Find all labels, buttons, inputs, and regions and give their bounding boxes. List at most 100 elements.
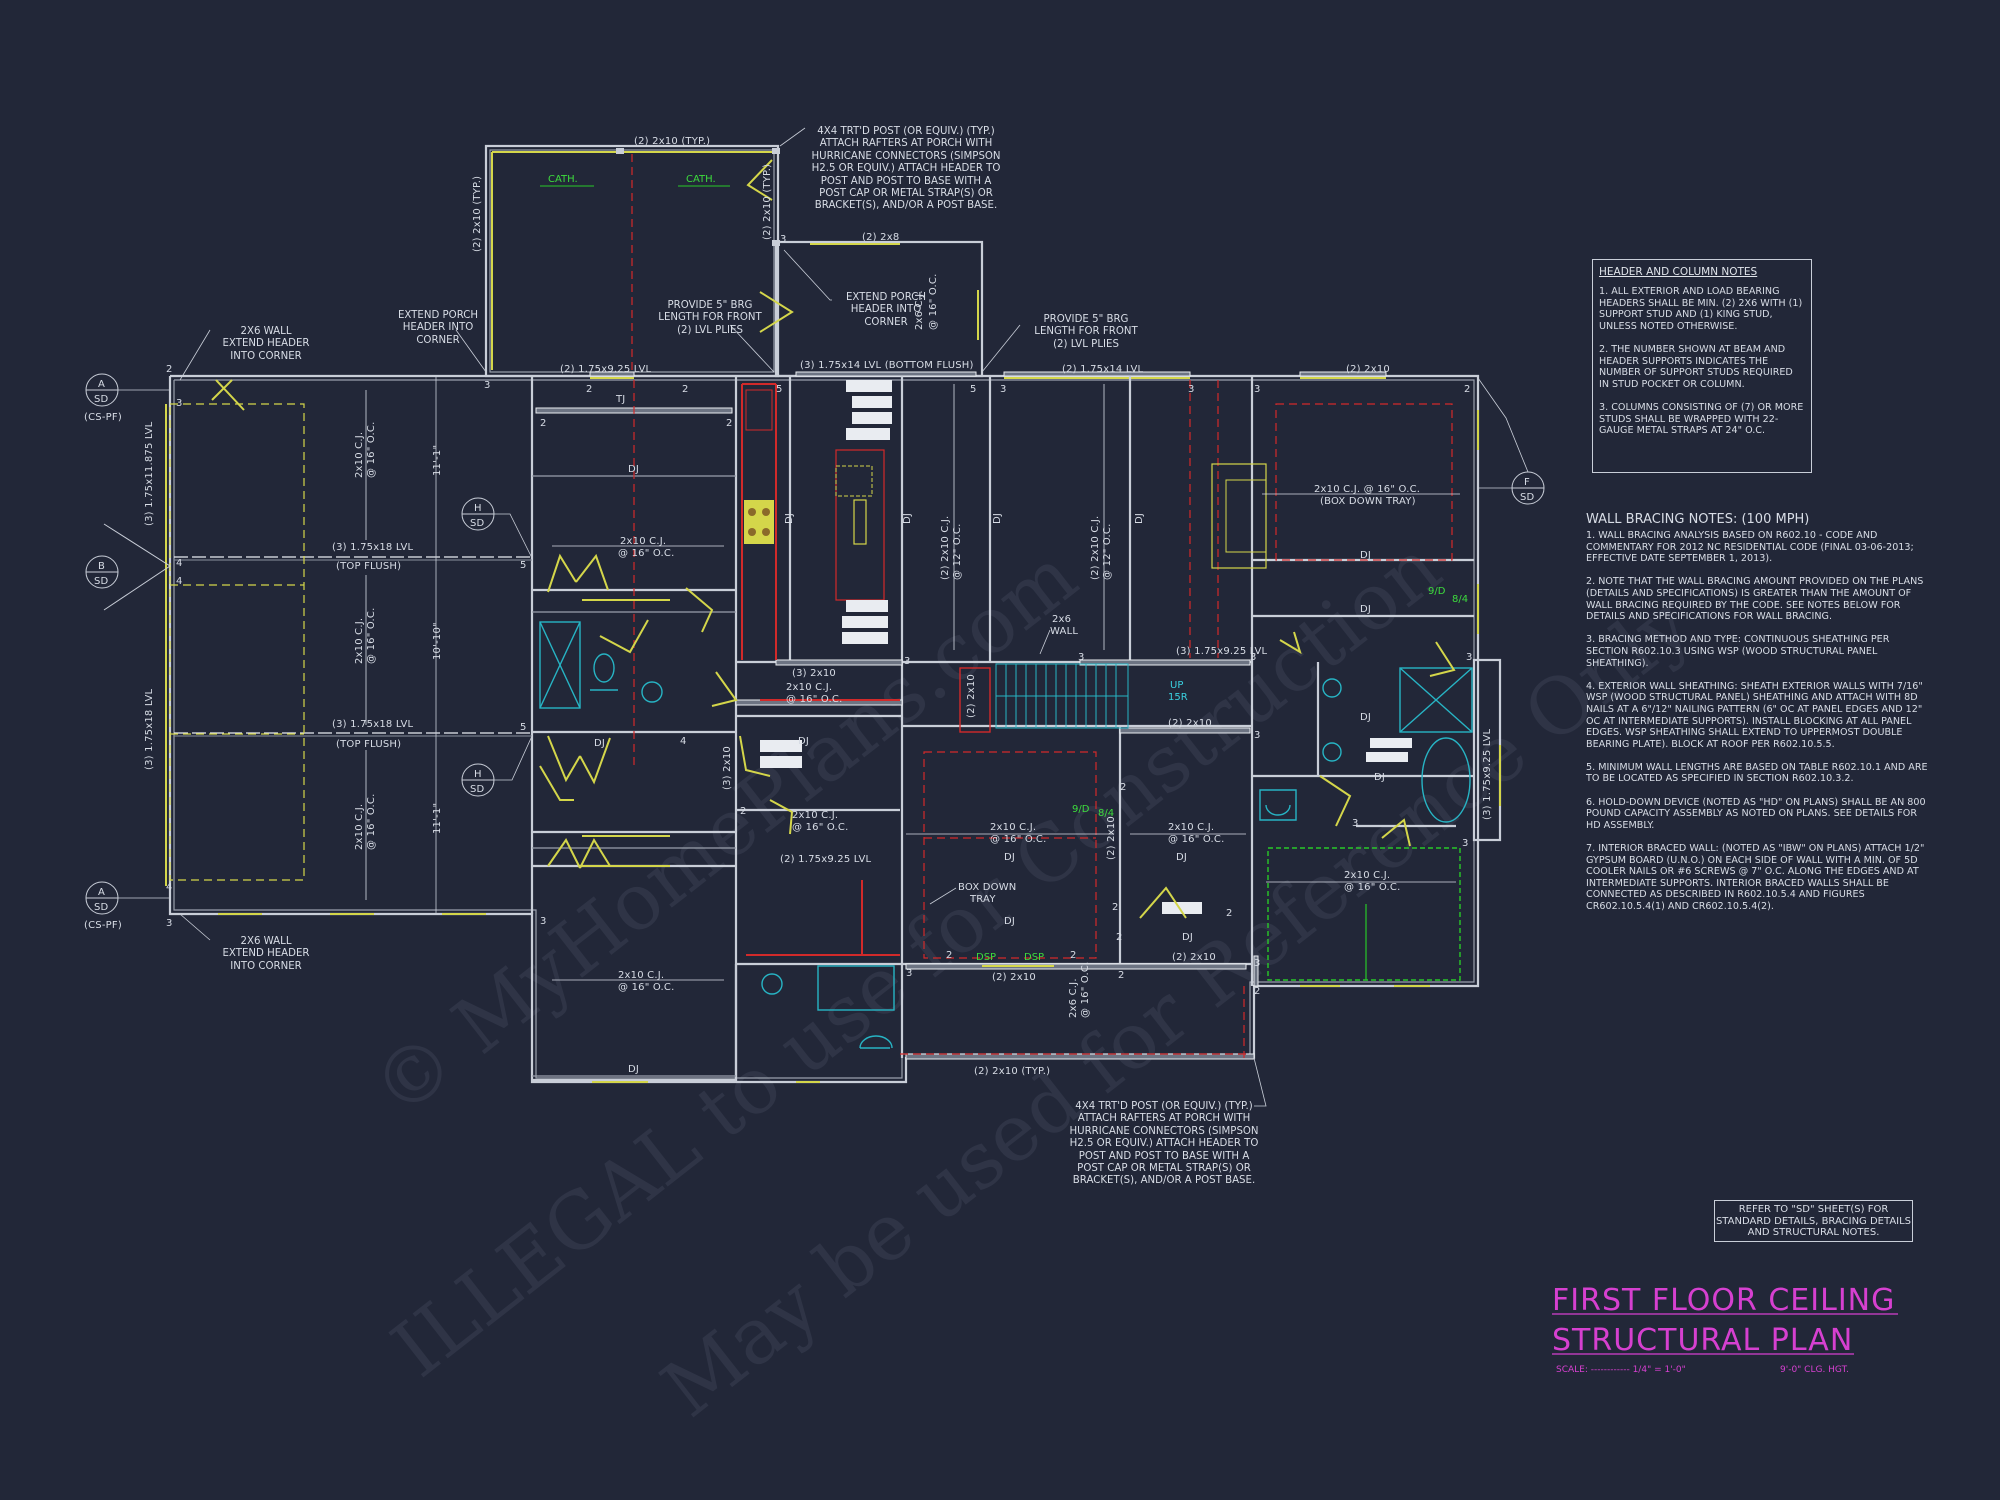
svg-text:2x6 C.J.: 2x6 C.J. [1068,978,1079,1018]
section-marker-h-bottom: H SD [461,735,533,797]
svg-text:(3) 2x10: (3) 2x10 [722,746,733,790]
porch-right-beam: (2) 2x10 (TYP.) [762,164,773,240]
hd-9d-b: 9/D [1428,586,1446,597]
svg-text:2: 2 [946,950,953,961]
callout-provide-brg-left: PROVIDE 5" BRG LENGTH FOR FRONT (2) LVL … [658,300,762,336]
svg-text:(BOX DOWN TRAY): (BOX DOWN TRAY) [1320,496,1416,507]
svg-text:DJ: DJ [798,736,809,747]
room-labels: DJ DJ DJ DJ DJ DJ DJ DJ DJ DJ DJ DJ DJ D… [552,384,1493,1075]
svg-text:5: 5 [776,384,783,395]
garage-lvl-upper: (3) 1.75x18 LVL [332,542,414,553]
svg-text:2x10 C.J.: 2x10 C.J. [786,682,832,693]
svg-text:SD: SD [94,576,109,587]
svg-text:3: 3 [1352,818,1359,829]
svg-text:DJ: DJ [1176,852,1187,863]
svg-text:2: 2 [1112,902,1119,913]
hd-8-4-a: 8/4 [1098,808,1114,819]
section-marker-f: FSD [1477,377,1545,505]
svg-text:@ 16" O.C.: @ 16" O.C. [618,548,675,559]
svg-text:2x10 C.J.: 2x10 C.J. [1344,870,1390,881]
garage: 2x10 C.J. @ 16" O.C. 2x10 C.J. @ 16" O.C… [144,376,534,915]
svg-text:DJ: DJ [1182,932,1193,943]
svg-text:DJ: DJ [594,738,605,749]
svg-text:BOX DOWN: BOX DOWN [958,882,1017,893]
svg-text:2: 2 [1120,782,1127,793]
svg-text:H: H [474,503,482,514]
svg-text:2: 2 [540,418,547,429]
callout-2x6-wall-top: 2x6 WALL EXTEND HEADER INTO CORNER [222,326,310,362]
hd-2x10-a: (2) 2x10 [1168,718,1212,729]
svg-text:SD: SD [94,902,109,913]
svg-text:2: 2 [726,418,733,429]
front-2x10-right: (2) 2x10 [1346,364,1390,375]
garage-cj-3: 2x10 C.J. [354,804,365,850]
svg-text:@ 12" O.C.: @ 12" O.C. [952,524,963,581]
svg-text:3: 3 [1466,652,1473,663]
leaders [179,127,1267,1107]
svg-text:2: 2 [740,806,747,817]
top-flush-2: (TOP FLUSH) [336,739,401,750]
svg-text:15R: 15R [1168,692,1188,703]
svg-text:3: 3 [1078,652,1085,663]
svg-text:DJ: DJ [1374,772,1385,783]
svg-text:DJ: DJ [1004,852,1015,863]
porch-left-beam: (2) 2x10 (TYP.) [472,176,483,252]
svg-text:@ 16" O.C.: @ 16" O.C. [990,834,1047,845]
svg-text:DJ: DJ [1004,916,1015,927]
svg-text:4: 4 [680,736,687,747]
svg-text:DJ: DJ [628,1064,639,1075]
svg-text:5: 5 [970,384,977,395]
up-15r-label: UP [1170,680,1183,691]
svg-text:2x10 C.J.: 2x10 C.J. [792,810,838,821]
svg-text:3: 3 [166,918,173,929]
svg-text:@ 16" O.C.: @ 16" O.C. [1080,962,1091,1019]
svg-text:B: B [98,561,105,572]
svg-text:DJ: DJ [1360,712,1371,723]
fixtures: UP 15R DSP DSP 9/D 8/4 9/D 8/4 [539,380,1473,1083]
svg-text:2x6: 2x6 [1052,614,1071,625]
svg-text:(CS-PF): (CS-PF) [84,920,122,931]
svg-text:3: 3 [904,656,911,667]
svg-text:2x10 C.J.: 2x10 C.J. [990,822,1036,833]
svg-text:(2) 2x10: (2) 2x10 [966,674,977,718]
svg-text:H: H [474,769,482,780]
svg-text:DJ: DJ [1360,604,1371,615]
watermark-line-1: © MyHomePlans.com [356,531,1093,1135]
svg-text:3: 3 [1254,730,1261,741]
lvl-hall: (2) 1.75x9.25 LVL [780,854,871,865]
svg-text:@ 16" O.C.: @ 16" O.C. [786,694,843,705]
svg-text:@ 16" O.C.: @ 16" O.C. [928,274,939,331]
box-down-tray-master: 2x10 C.J. @ 16" O.C. [1314,484,1420,495]
svg-text:2: 2 [1070,950,1077,961]
svg-text:3: 3 [176,398,183,409]
svg-text:SD: SD [470,784,485,795]
svg-text:2: 2 [1254,986,1261,997]
top-flush-1: (TOP FLUSH) [336,561,401,572]
section-markers: ASD (CS-PF) BSD ASD (CS-PF) HSD HSD [84,373,1545,931]
callout-2x6-wall-bottom: 2x6 WALL EXTEND HEADER INTO CORNER [222,936,310,972]
garage-lvl-lower: (3) 1.75x18 LVL [332,719,414,730]
svg-text:SD: SD [94,394,109,405]
svg-text:@ 16" O.C.: @ 16" O.C. [366,794,377,851]
header-column-notes-title: HEADER AND COLUMN NOTES [1599,266,1758,278]
section-marker-h-top: HSD [461,497,533,559]
porch-top-beam: (2) 2x10 (TYP.) [634,136,710,147]
cath-label-2: CATH. [686,174,716,185]
header-column-notes-body: 1. ALL EXTERIOR AND LOAD BEARING HEADERS… [1599,286,1804,437]
svg-text:3: 3 [1462,838,1469,849]
front-lvl-left: (2) 1.75x9.25 LVL [560,364,651,375]
svg-text:3: 3 [540,916,547,927]
svg-text:@ 16" O.C.: @ 16" O.C. [618,982,675,993]
hd-3x10: (3) 2x10 [792,668,836,679]
section-marker-a-top: ASD (CS-PF) [84,373,170,423]
header-column-notes: HEADER AND COLUMN NOTES 1. ALL EXTERIOR … [1592,259,1812,473]
dim-10-10: 10'-10" [432,622,443,660]
svg-text:3: 3 [1254,384,1261,395]
svg-text:2: 2 [1118,970,1125,981]
svg-text:(2) 2x10 C.J.: (2) 2x10 C.J. [940,516,951,580]
dsp-label-1: DSP [976,952,996,963]
svg-text:@ 16" O.C.: @ 16" O.C. [1344,882,1401,893]
svg-text:A: A [98,379,105,390]
svg-text:3: 3 [1000,384,1007,395]
